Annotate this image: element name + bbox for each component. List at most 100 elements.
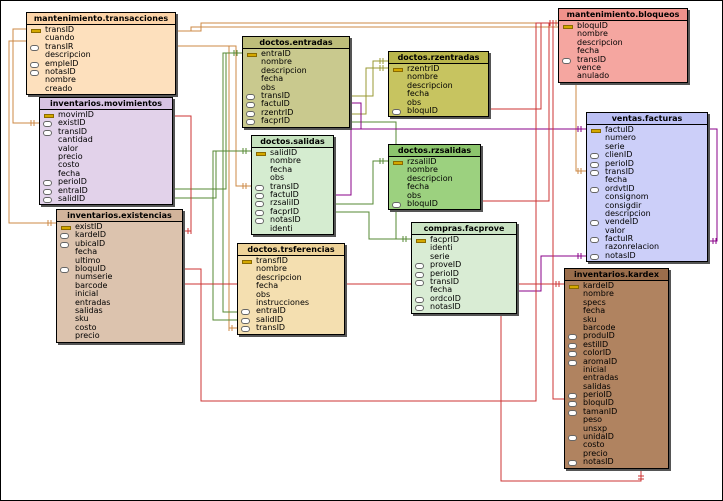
column-empleid: empleID [27,59,175,68]
column-clienid: clienID [587,150,707,160]
cardinality-marker [712,238,717,244]
column-tamanid: tamanID [565,407,668,417]
column-serie: serie [605,141,625,151]
relationship-line [212,150,251,321]
column-bloquid: bloquID [565,399,668,408]
column-numserie: numserie [75,272,113,282]
column-transid: transID [412,277,516,287]
column-serie: serie [430,251,450,261]
cardinality-marker [577,126,582,132]
column-descripcion: descripcion [256,272,302,282]
cardinality-marker [30,120,35,126]
column-salidid: salidID [252,148,333,157]
table-title: doctos.rzsalidas [389,145,480,157]
column-consigdir: consigdir [605,200,642,210]
column-movimid: movimID [40,110,172,119]
relationship-line [350,60,388,97]
column-fecha: fecha [256,281,279,291]
column-transid: transID [252,182,333,191]
column-transid: transID [587,167,707,177]
column-salidas: salidas [75,305,103,315]
column-salidid: salidID [40,194,172,204]
column-existid: existID [57,222,182,231]
column-facprid: facprID [252,207,333,217]
column-produid: produID [565,331,668,341]
cardinality-marker [638,475,644,480]
column-entraid: entraID [40,186,172,195]
column-costo: costo [75,322,97,332]
column-entradas: entradas [75,297,111,307]
relationship-line [222,52,242,313]
column-proveid: proveID [412,260,516,270]
column-ubicaid: ubicaID [57,239,182,249]
column-transid: transID [40,127,172,137]
table-title: mantenimiento.bloqueos [559,9,687,21]
column-bloquid: bloquID [57,264,182,274]
relationship-line [708,128,718,242]
column-peso: peso [583,415,603,425]
relationship-line [334,211,411,240]
relationship-line [334,160,388,205]
column-perioid: perioID [412,269,516,278]
relationship-line [489,22,558,110]
column-descripcion: descripcion [45,50,91,60]
table-title: doctos.rzentradas [389,52,488,64]
table-title: doctos.entradas [243,37,349,49]
column-rzsaliid: rzsaliID [389,157,480,166]
column-rzentrid: rzentrID [389,64,488,73]
relationship-line [173,150,251,199]
column-fecha: fecha [583,306,606,316]
cardinality-marker [549,20,554,26]
column-instrucciones: instrucciones [256,297,310,307]
relationship-line [183,22,558,402]
column-existid: existID [40,118,172,128]
column-nombre: nombre [407,72,438,82]
column-rzsaliid: rzsaliID [252,198,333,208]
column-ordvtid: ordvtID [587,184,707,194]
column-factuid: factuID [587,125,707,134]
column-nombre: nombre [407,165,438,175]
column-bloquid: bloquID [389,199,480,209]
column-notasid: notasID [565,457,668,467]
column-nombre: nombre [577,29,608,39]
column-transfid: transfID [238,256,344,265]
column-descripcion: descripcion [407,80,453,90]
column-consignom: consignom [605,192,649,202]
column-costo: costo [583,440,605,450]
relationship-line [176,26,586,172]
relationship-line [173,115,192,232]
column-fecha: fecha [75,247,98,257]
table-title: compras.facprove [412,223,516,235]
column-fecha: fecha [270,164,293,174]
column-fecha: fecha [430,285,453,295]
column-facprid: facprID [243,116,349,126]
column-ordcoid: ordcoID [412,294,516,304]
column-nombre: nombre [261,57,292,67]
column-costo: costo [58,160,80,170]
column-transid: transID [559,55,687,64]
column-notasid: notasID [587,251,707,261]
column-nombre: nombre [45,75,76,85]
column-transid: transID [243,91,349,101]
column-barcode: barcode [583,322,616,332]
column-descripcion: descripcion [577,37,623,47]
column-estilid: estilID [565,340,668,350]
column-facprid: facprID [412,235,516,244]
table-title: inventarios.existencias [57,210,182,222]
column-sku: sku [583,314,597,324]
column-factuir: factuIR [587,234,707,244]
column-sku: sku [75,314,89,324]
cardinality-marker [402,236,407,242]
